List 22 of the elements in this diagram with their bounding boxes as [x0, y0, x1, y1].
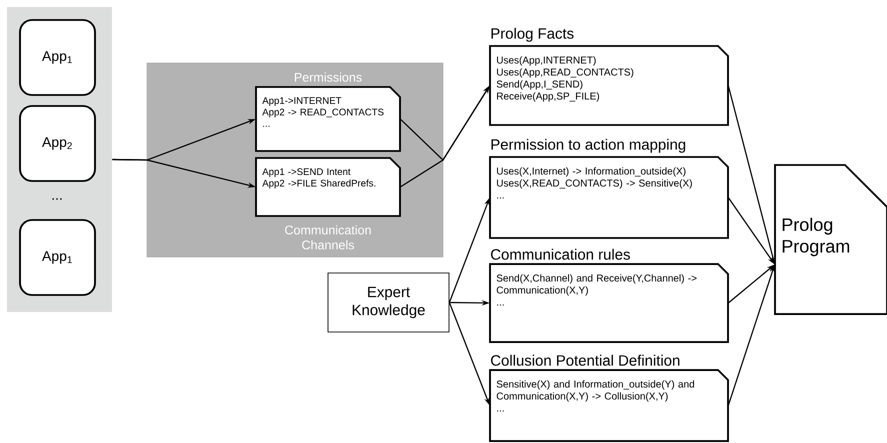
program-document: Prolog Program	[774, 164, 887, 315]
box-heading: Communication rules	[491, 248, 630, 260]
node-label: Uses(App,INTERNET)	[497, 56, 596, 66]
document-box: App1 ->SEND Intent App2 ->FILE SharedPrefs.	[255, 157, 401, 217]
box-heading: Permission to action mapping	[492, 138, 686, 153]
ellipsis: ...	[52, 198, 62, 200]
document-box: Send(X,Channel) and Receive(Y,Channel) -> Communication(X,Y) ...	[489, 263, 729, 343]
document-box: App1->INTERNET App2 -> READ_CONTACTS ...	[255, 86, 401, 152]
node-label: Send(App,I_SEND)	[496, 80, 582, 90]
document-box: Sensitive(X) and Information_outside(Y) and Communication(X,Y) -> Collusion(X,Y) ...	[489, 369, 729, 442]
box-heading: Collusion Potential Definition	[491, 354, 680, 366]
node-label: Uses(App,READ_CONTACTS)	[497, 68, 634, 78]
box-heading: Communication Channels	[285, 225, 371, 250]
app-box: App$_{1}$	[19, 219, 96, 296]
document-box: Uses(App,INTERNET) Uses(App,READ_CONTACTS) Send(App,I_SEND) Receive(App,SP_FILE)	[489, 45, 729, 126]
app-box: App$_{1}$	[19, 19, 96, 96]
box-heading: Permissions	[294, 72, 362, 82]
node-label: Receive(App,SP_FILE)	[497, 92, 600, 102]
document-box: Uses(X,Internet) -> Information_outside(X) Uses(X,READ_CONTACTS) -> Sensitive(X) ...	[489, 156, 729, 239]
box-heading: Prolog Facts	[492, 28, 574, 42]
knowledge-box: Expert Knowledge	[328, 272, 450, 332]
app-box: App$_{2}$	[19, 105, 96, 182]
